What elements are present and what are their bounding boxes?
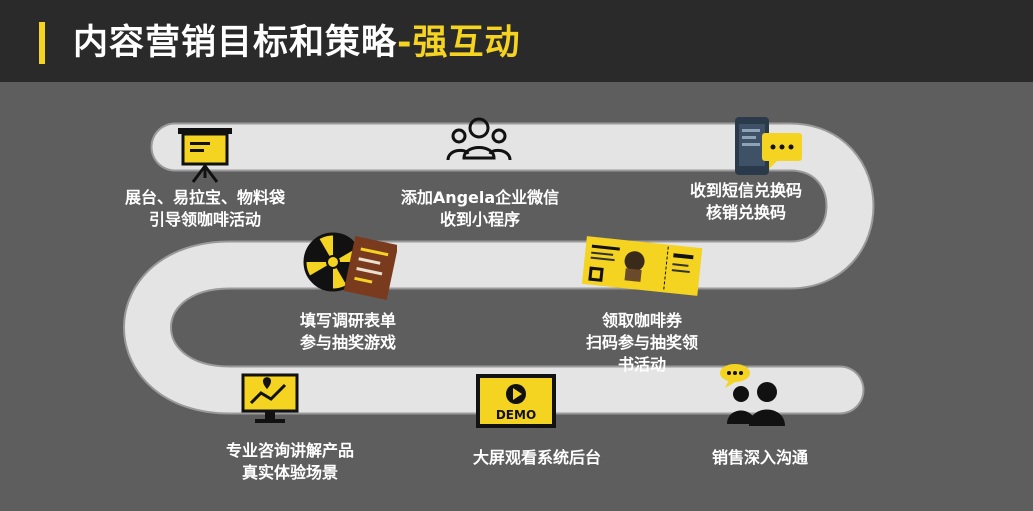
title-highlight: -强互动 [397,23,521,63]
demo-screen-icon: DEMO [476,374,556,430]
chat-people-icon [720,364,785,426]
phone-message-icon [735,117,802,175]
step-label-voucher: 领取咖啡券扫码参与抽奖领书活动 [585,311,698,374]
title-accent-bar [39,22,45,64]
step-label-demo: 大屏观看系统后台 [472,448,601,467]
header-bar: 内容营销目标和策略-强互动 [0,0,1033,82]
coffee-voucher-icon [581,236,703,296]
step-label-wechat: 添加Angela企业微信收到小程序 [400,188,560,229]
page-title: 内容营销目标和策略-强互动 [73,23,521,63]
step-label-booth: 展台、易拉宝、物料袋引导领咖啡活动 [124,188,285,229]
step-label-sales: 销售深入沟通 [711,448,808,467]
demo-label: DEMO [495,408,537,422]
lucky-wheel-icon [303,232,397,300]
step-label-consult: 专业咨询讲解产品真实体验场景 [225,441,354,482]
step-label-survey: 填写调研表单参与抽奖游戏 [299,311,396,352]
step-label-sms: 收到短信兑换码核销兑换码 [689,181,802,222]
chart-monitor-icon [241,373,299,423]
people-group-icon [446,117,512,161]
presentation-board-icon [178,128,232,183]
